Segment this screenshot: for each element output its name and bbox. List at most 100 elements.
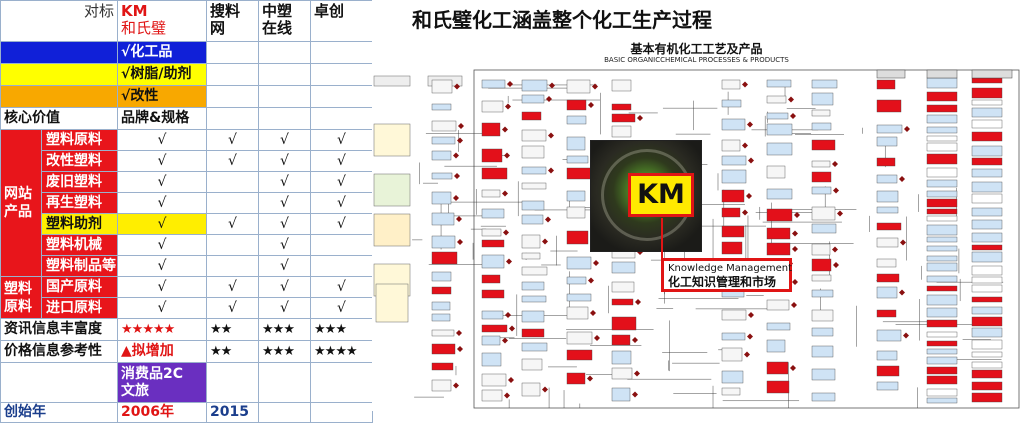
process-node	[721, 169, 747, 184]
c3-check: √	[258, 276, 312, 298]
process-node	[521, 382, 541, 397]
product-name: 废旧塑料	[40, 171, 119, 193]
product-node	[971, 276, 1003, 284]
process-node	[481, 335, 501, 346]
product-node	[971, 119, 1003, 129]
header-row: 对标 KM 和氏璧 搜料 网 中塑 在线 卓创	[0, 0, 374, 42]
process-node	[611, 103, 632, 111]
process-node	[611, 350, 632, 365]
diagram-title: 和氏璧化工涵盖整个化工生产过程	[412, 8, 712, 32]
c2-check	[206, 234, 260, 256]
product-node	[926, 190, 958, 198]
product-node	[971, 87, 1003, 99]
c3-check: √	[258, 192, 312, 214]
process-node	[811, 171, 832, 183]
c4-check: √	[310, 129, 374, 151]
process-node	[481, 324, 508, 333]
reaction-diamond	[832, 161, 838, 167]
reaction-diamond	[457, 239, 463, 245]
product-node	[926, 114, 958, 124]
process-node	[876, 309, 897, 318]
banner-row-modified: √改性	[0, 85, 374, 108]
km-year: 2006年	[117, 402, 208, 423]
product-node	[971, 296, 1003, 303]
km-check: √	[117, 297, 208, 319]
c4-check: √	[310, 192, 374, 214]
column-header	[876, 69, 906, 79]
product-name: 再生塑料	[40, 192, 119, 214]
product-name: 改性塑料	[40, 150, 119, 172]
km-check: √	[117, 129, 208, 151]
process-node	[766, 299, 790, 311]
empty-cell	[310, 63, 374, 86]
process-diagram-panel: 和氏璧化工涵盖整个化工生产过程 基本有机化工工艺及产品 BASIC ORGANI…	[372, 0, 1021, 411]
process-node	[521, 214, 544, 225]
process-node	[566, 155, 589, 164]
process-node	[481, 208, 505, 219]
product-node	[971, 392, 1003, 403]
process-node	[721, 387, 741, 396]
km-callout-en: Knowledge Management	[668, 263, 793, 274]
reaction-diamond	[742, 142, 748, 149]
process-node	[811, 368, 836, 381]
process-node	[766, 142, 793, 156]
process-node	[876, 350, 898, 361]
process-node	[766, 123, 793, 136]
reaction-diamond	[453, 152, 459, 159]
reaction-diamond	[588, 102, 594, 108]
process-node	[721, 155, 747, 166]
process-node	[521, 111, 542, 121]
empty-cell	[310, 85, 374, 108]
header-label: 对标	[0, 0, 119, 42]
process-node	[431, 120, 457, 132]
process-node	[481, 254, 505, 269]
process-node	[521, 79, 548, 92]
product-node	[971, 219, 1003, 230]
product-node	[926, 294, 958, 306]
process-node	[876, 329, 902, 342]
product-node	[926, 179, 958, 188]
process-node	[721, 241, 743, 255]
product-row: 网站 产品 塑料原料 √ √ √ √	[0, 129, 374, 277]
reaction-diamond	[594, 335, 600, 341]
start-year-row: 创始年 2006年 2015	[0, 402, 374, 423]
process-node	[811, 392, 836, 402]
process-node	[481, 274, 501, 284]
banner-text: √化工品	[117, 41, 208, 64]
c3-check: √	[258, 150, 312, 172]
product-node	[926, 331, 958, 338]
product-node	[971, 306, 1003, 315]
c3-check: √	[258, 129, 312, 151]
banner-text: √改性	[117, 85, 208, 108]
process-node	[811, 223, 837, 234]
km-check: √	[117, 171, 208, 193]
reaction-diamond	[508, 377, 514, 383]
product-node	[971, 244, 1003, 251]
info-label: 资讯信息丰富度	[0, 318, 119, 341]
process-node	[721, 347, 743, 362]
process-node	[721, 309, 747, 321]
reaction-diamond	[837, 210, 843, 217]
product-node	[926, 198, 958, 208]
km-check: √	[117, 276, 208, 298]
reaction-diamond	[790, 113, 796, 119]
process-node	[521, 281, 545, 291]
product-node	[926, 397, 958, 404]
product-node	[971, 351, 1003, 358]
process-node	[811, 109, 831, 117]
product-node	[926, 366, 958, 375]
c4-check	[310, 255, 374, 277]
reaction-diamond	[794, 212, 800, 218]
process-node	[566, 372, 586, 385]
c3-check: √	[258, 171, 312, 193]
process-node	[811, 92, 834, 106]
product-node	[971, 168, 1003, 178]
process-node	[481, 79, 506, 89]
reaction-diamond	[505, 103, 511, 110]
process-node	[766, 188, 793, 200]
process-node	[721, 99, 742, 108]
process-node	[481, 122, 501, 137]
c3-stars: ★★★	[258, 318, 312, 341]
process-node	[521, 94, 545, 104]
product-node	[926, 307, 958, 318]
